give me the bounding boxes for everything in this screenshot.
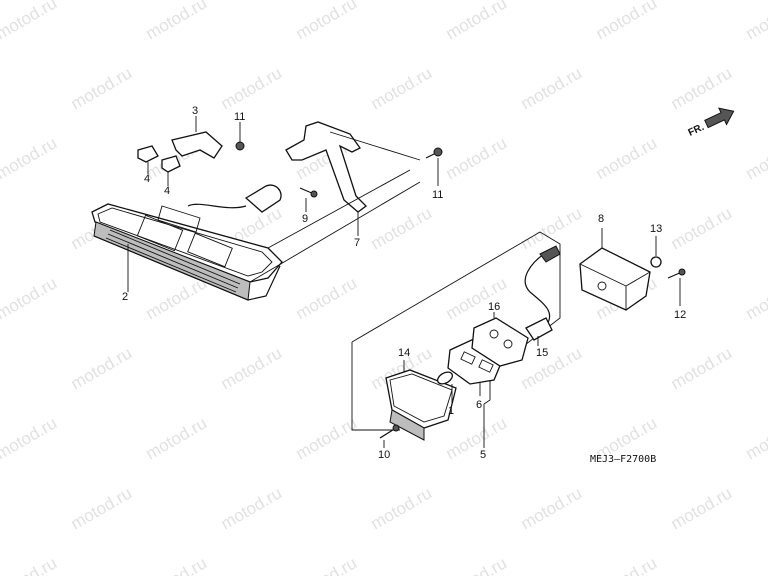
bolt-upper <box>235 141 245 151</box>
watermark-text: motod.ru <box>518 483 586 533</box>
watermark-text: motod.ru <box>293 413 361 463</box>
watermark-text: motod.ru <box>443 133 511 183</box>
callout-11-right: 11 <box>432 189 443 201</box>
watermark-text: motod.ru <box>443 0 511 43</box>
watermark-text: motod.ru <box>0 0 60 43</box>
callout-2: 2 <box>122 291 128 303</box>
watermark-text: motod.ru <box>368 203 436 253</box>
license-light-wire <box>524 249 551 327</box>
watermark-text: motod.ru <box>143 553 211 576</box>
callout-3: 3 <box>192 105 198 117</box>
assembly-leader-lines <box>127 116 439 292</box>
watermark-text: motod.ru <box>68 63 136 113</box>
callout-6: 6 <box>476 399 482 411</box>
callout-numbers: 3 4 4 11 2 9 7 11 8 13 12 16 15 14 1 6 1… <box>122 105 686 461</box>
lower-leader-lines <box>383 228 681 448</box>
watermark-text: motod.ru <box>518 343 586 393</box>
license-light-socket <box>471 317 529 367</box>
license-light-lens <box>385 369 457 441</box>
watermark-text: motod.ru <box>668 343 736 393</box>
watermark-text: motod.ru <box>743 413 768 463</box>
watermark-text: motod.ru <box>143 413 211 463</box>
watermark-text: motod.ru <box>593 553 661 576</box>
watermark-text: motod.ru <box>0 273 60 323</box>
callout-16: 16 <box>488 301 500 313</box>
watermark-text: motod.ru <box>743 553 768 576</box>
callout-10: 10 <box>378 449 390 461</box>
watermark-text: motod.ru <box>143 273 211 323</box>
callout-4-lower: 4 <box>164 185 170 197</box>
watermark-text: motod.ru <box>743 0 768 43</box>
callout-15: 15 <box>536 347 548 359</box>
rear-bracket <box>285 121 367 213</box>
watermark-text: motod.ru <box>368 63 436 113</box>
watermark-text: motod.ru <box>293 273 361 323</box>
bulb <box>436 371 454 385</box>
watermark-text: motod.ru <box>218 343 286 393</box>
mounting-plate <box>171 131 223 159</box>
watermark-text: motod.ru <box>443 273 511 323</box>
watermark-text: motod.ru <box>293 0 361 43</box>
taillight-assembly <box>91 203 283 301</box>
watermark-text: motod.ru <box>68 343 136 393</box>
license-light-cover <box>579 247 651 311</box>
watermark-text: motod.ru <box>593 133 661 183</box>
callout-1: 1 <box>448 405 454 417</box>
front-arrow-icon <box>704 107 735 129</box>
callout-5: 5 <box>480 449 486 461</box>
collar <box>650 256 662 268</box>
watermark-text: motod.ru <box>443 413 511 463</box>
watermark-text: motod.ru <box>743 273 768 323</box>
callout-4-upper: 4 <box>144 173 150 185</box>
callout-11-upper: 11 <box>234 111 245 123</box>
callout-8: 8 <box>598 213 604 225</box>
watermark-text: motod.ru <box>743 133 768 183</box>
callout-13: 13 <box>650 223 662 235</box>
watermark-text: motod.ru <box>68 483 136 533</box>
callout-7: 7 <box>354 237 360 249</box>
watermark-text: motod.ru <box>293 553 361 576</box>
clip-upper <box>137 145 159 163</box>
watermark-text: motod.ru <box>443 553 511 576</box>
watermark-text: motod.ru <box>518 203 586 253</box>
watermark-text: motod.ru <box>0 413 60 463</box>
watermark-text: motod.ru <box>668 203 736 253</box>
watermark-text: motod.ru <box>593 0 661 43</box>
front-direction-arrow: FR. <box>687 107 735 139</box>
callout-9: 9 <box>302 213 308 225</box>
front-label: FR. <box>687 122 706 139</box>
license-light-box <box>351 231 561 431</box>
watermark-text: motod.ru <box>0 553 60 576</box>
watermark-text: motod.ru <box>668 483 736 533</box>
diagram-code: MEJ3—F2700B <box>590 454 656 465</box>
watermark-text: motod.ru <box>668 63 736 113</box>
wire-connector-upper <box>539 245 561 263</box>
clip-lower <box>161 155 181 173</box>
watermark-text: motod.ru <box>368 483 436 533</box>
watermark-text: motod.ru <box>518 63 586 113</box>
watermark-text: motod.ru <box>143 0 211 43</box>
taillight-socket <box>244 184 282 213</box>
watermark-text: motod.ru <box>218 483 286 533</box>
callout-14: 14 <box>398 347 410 359</box>
taillight-wire <box>187 203 247 209</box>
watermark-text: motod.ru <box>0 133 60 183</box>
callout-12: 12 <box>674 309 686 321</box>
watermark-text: motod.ru <box>218 63 286 113</box>
wire-connector-lower <box>525 317 553 341</box>
